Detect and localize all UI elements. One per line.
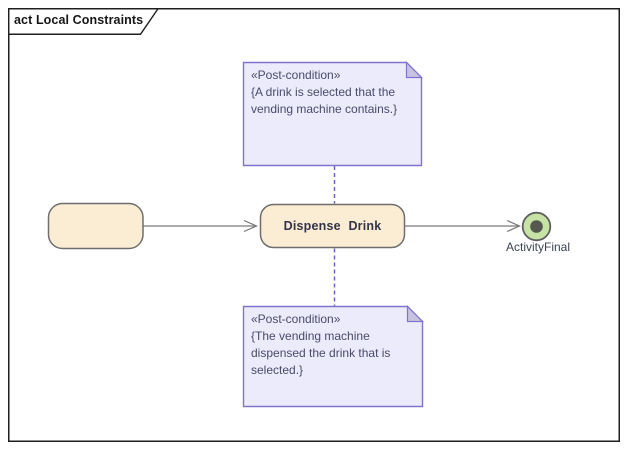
frame-title: act Local Constraints	[14, 13, 144, 27]
dispense-drink-action-node[interactable]	[259, 203, 406, 249]
note-line: vending machine contains.}	[251, 102, 398, 116]
note-line: {The vending machine	[251, 329, 370, 343]
note-line-stereotype: «Post-condition»	[251, 68, 341, 82]
activity-final-node[interactable]	[521, 211, 552, 242]
note-bottom-text: «Post-condition» {The vending machine di…	[251, 311, 419, 379]
note-line: {A drink is selected that the	[251, 85, 396, 99]
note-line: selected.}	[251, 363, 304, 377]
control-flow-start-to-action[interactable]	[143, 219, 258, 233]
activity-final-label: ActivityFinal	[505, 240, 570, 254]
note-top[interactable]	[242, 61, 423, 167]
note-bottom[interactable]	[242, 305, 424, 408]
note-top-text: «Post-condition» {A drink is selected th…	[251, 67, 419, 118]
note-bottom-fold	[406, 305, 424, 323]
control-flow-action-to-final[interactable]	[405, 219, 521, 233]
note-line-stereotype: «Post-condition»	[251, 312, 341, 326]
note-line: dispensed the drink that is	[251, 346, 391, 360]
note-top-fold	[405, 61, 423, 79]
frame-border	[8, 8, 620, 442]
open-arrowhead-icon	[506, 219, 521, 233]
open-arrowhead-icon	[243, 219, 258, 233]
dispense-drink-action-label[interactable]: Dispense Drink	[283, 219, 382, 233]
activity-final-dot-icon	[530, 220, 543, 233]
frame-title-tab	[8, 8, 160, 35]
start-action-node[interactable]	[47, 202, 144, 250]
